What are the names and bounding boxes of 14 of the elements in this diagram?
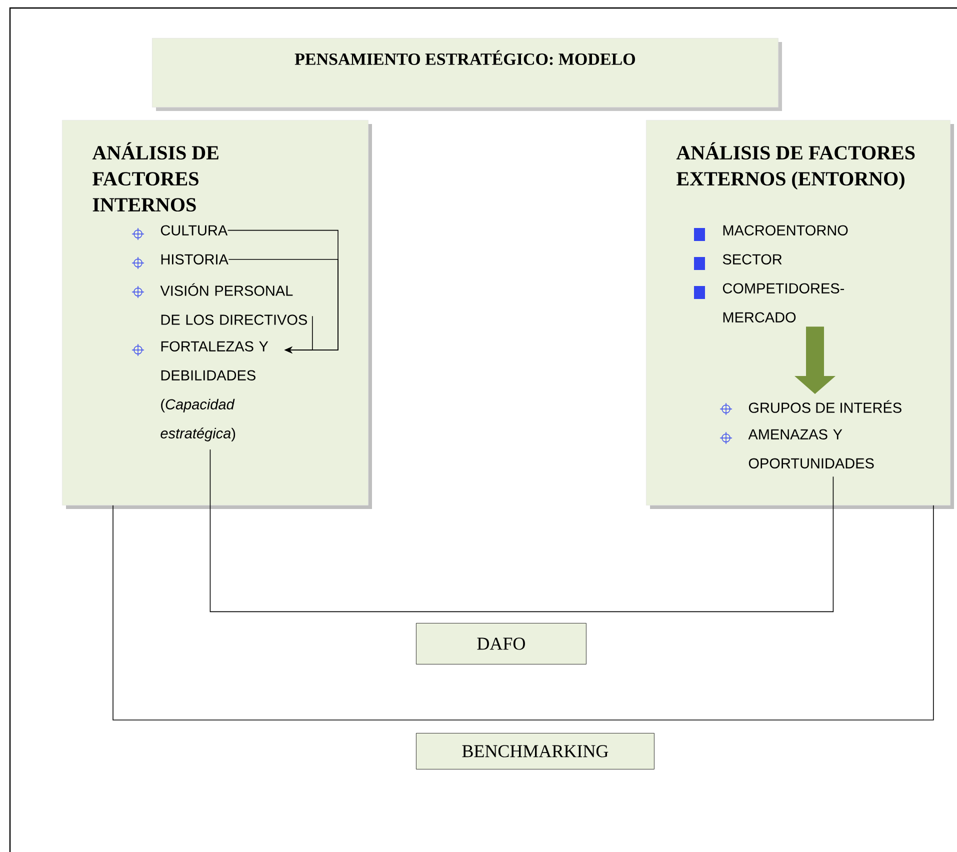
label-box: DAFO — [416, 623, 586, 664]
list-item: CULTURA — [160, 225, 228, 236]
connector-line — [210, 449, 834, 612]
connector-line — [112, 505, 934, 720]
list-item: COMPETIDORES-MERCADO — [722, 283, 844, 322]
title-box: PENSAMIENTO ESTRATÉGICO: MODELO — [152, 38, 782, 111]
list-item: MACROENTORNO — [723, 225, 848, 236]
list-item: HISTORIA — [161, 254, 228, 264]
list-item: AMENAZAS Y OPORTUNIDADES — [748, 429, 874, 468]
list-item: GRUPOS DE INTERÉS — [748, 400, 902, 413]
label-box: BENCHMARKING — [416, 733, 654, 770]
list-item: FORTALEZAS Y DEBILIDADES (Capacidad estratégica) — [160, 341, 268, 442]
list-item: SECTOR — [722, 254, 782, 264]
list-item: VISIÓN PERSONAL DE LOS DIRECTIVOS — [160, 283, 307, 325]
